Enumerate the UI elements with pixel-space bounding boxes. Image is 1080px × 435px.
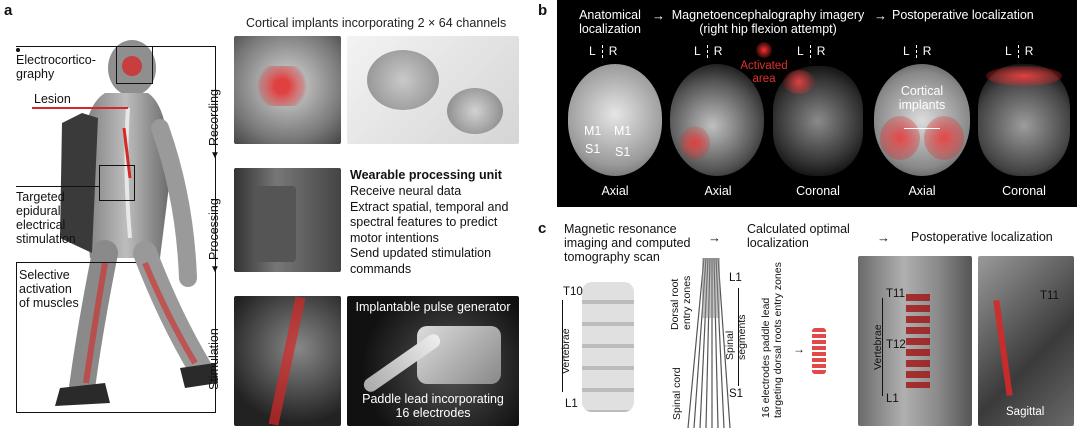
- pulse-generator-photo: Implantable pulse generator Paddle lead …: [347, 296, 519, 426]
- pointer-line: [16, 186, 100, 187]
- arrow-right-icon: →: [877, 230, 890, 245]
- anatomical-localization-title: Anatomical localization: [579, 8, 641, 36]
- recording-label: Recording: [207, 89, 221, 146]
- t11-label: T11: [886, 288, 905, 300]
- wpu-line: commands: [350, 261, 412, 276]
- bracket-line: [562, 300, 563, 392]
- axial-label: Axial: [908, 184, 936, 198]
- brain-axial-meg: [670, 64, 764, 176]
- wpu-line: motor intentions: [350, 230, 439, 245]
- flow-line-vertical: [215, 46, 216, 412]
- ipg-title: Implantable pulse generator: [355, 300, 511, 314]
- coronal-label: Coronal: [1002, 184, 1046, 198]
- t12-label: T12: [886, 339, 906, 351]
- arrow-down-icon: ▼: [210, 150, 220, 161]
- vertebrae-label-xray: Vertebrae: [872, 324, 884, 370]
- selective-activation-label: Selective activation of muscles: [19, 268, 79, 310]
- s1-label-c: S1: [729, 388, 744, 400]
- wpu-line: Receive neural data: [350, 184, 462, 198]
- t10-label: T10: [563, 286, 583, 298]
- spinal-cord-label: Spinal cord: [671, 367, 683, 420]
- arrow-right-icon: →: [793, 342, 805, 356]
- l1-label-xray: L1: [886, 393, 899, 405]
- bracket-line: [882, 298, 883, 396]
- xray-sagittal: [978, 256, 1074, 426]
- spinal-lead-photo: [234, 296, 341, 426]
- l1-label: L1: [565, 398, 578, 410]
- vertebrae-label: Vertebrae: [560, 328, 572, 374]
- dorsal-root-label: Dorsal root entry zones: [669, 275, 693, 330]
- s1-label: S1: [615, 145, 631, 159]
- processing-label: Processing: [207, 198, 221, 260]
- wpu-line: spectral features to predict: [350, 215, 498, 229]
- calc-title: Calculated optimal localization: [747, 222, 850, 250]
- wpu-title: Wearable processing unit: [350, 168, 502, 182]
- sagittal-label: Sagittal: [1006, 406, 1045, 418]
- brain-axial-anatomical: [568, 64, 662, 176]
- wpu-line: Send updated stimulation: [350, 246, 492, 260]
- xray-coronal: [858, 256, 972, 426]
- activated-area-icon: [756, 42, 772, 58]
- wpu-description: Receive neural data Extract spatial, tem…: [350, 184, 508, 277]
- coronal-label: Coronal: [796, 184, 840, 198]
- implants-title: Cortical implants incorporating 2 × 64 c…: [246, 16, 507, 30]
- flow-line-left: [16, 262, 17, 412]
- flow-line-bottom: [16, 412, 216, 413]
- dot: [16, 48, 20, 52]
- stimulation-label: Stimulation: [207, 328, 221, 390]
- brain-coronal-meg: [773, 66, 863, 176]
- postop-title-c: Postoperative localization: [911, 230, 1053, 244]
- electrocorticography-label: Electrocortico- graphy: [16, 53, 96, 81]
- postop-title: Postoperative localization: [892, 8, 1034, 22]
- bracket-line: [738, 288, 739, 386]
- l1-label-c: L1: [729, 272, 742, 284]
- panel-a-letter: a: [4, 2, 13, 19]
- panel-b-letter: b: [538, 2, 548, 19]
- axial-label: Axial: [601, 184, 629, 198]
- axial-label: Axial: [704, 184, 732, 198]
- pointer-line: [16, 262, 136, 263]
- walking-person-illustration: [55, 40, 218, 406]
- wpu-line: Extract spatial, temporal and: [350, 199, 509, 214]
- paddle-lead-model: [812, 328, 826, 374]
- brain-coronal-postop: [978, 64, 1070, 176]
- lead-label: 16 electrodes paddle lead targeting dors…: [760, 262, 784, 418]
- wearable-unit-photo: [234, 168, 341, 272]
- cortical-implants-label: Cortical implants: [898, 84, 946, 112]
- brain-implant-photo: [234, 36, 341, 144]
- m1-label: M1: [584, 124, 602, 138]
- arrow-right-icon: →: [652, 8, 665, 23]
- activated-area-label: Activated area: [740, 60, 788, 85]
- arrow-down-icon: ▼: [210, 264, 220, 275]
- spinal-segments-label: Spinal segments: [724, 314, 748, 360]
- spinal-cord-roots: [687, 258, 731, 428]
- meg-title: Magnetoencephalography imagery (right hi…: [671, 8, 865, 36]
- lesion-line: [32, 107, 128, 109]
- flow-line-top: [16, 46, 216, 47]
- spine-box: [99, 165, 135, 201]
- cortical-implant-device-photo: [347, 36, 519, 144]
- brain-axial-postop: [874, 64, 970, 176]
- paddle-lead-label: Paddle lead incorporating 16 electrodes: [362, 392, 504, 420]
- lesion-label: Lesion: [34, 92, 71, 106]
- vertebrae-model: [582, 282, 634, 412]
- t11-label-sagittal: T11: [1040, 290, 1059, 302]
- arrow-right-icon: →: [874, 8, 887, 23]
- arrow-right-icon: →: [708, 230, 721, 245]
- mri-title: Magnetic resonance imaging and computed …: [564, 222, 691, 264]
- m1-label: M1: [614, 124, 632, 138]
- targeted-stimulation-label: Targeted epidural electrical stimulation: [16, 190, 76, 246]
- head-box: [116, 46, 153, 84]
- s1-label: S1: [585, 142, 601, 156]
- panel-c-letter: c: [538, 220, 547, 237]
